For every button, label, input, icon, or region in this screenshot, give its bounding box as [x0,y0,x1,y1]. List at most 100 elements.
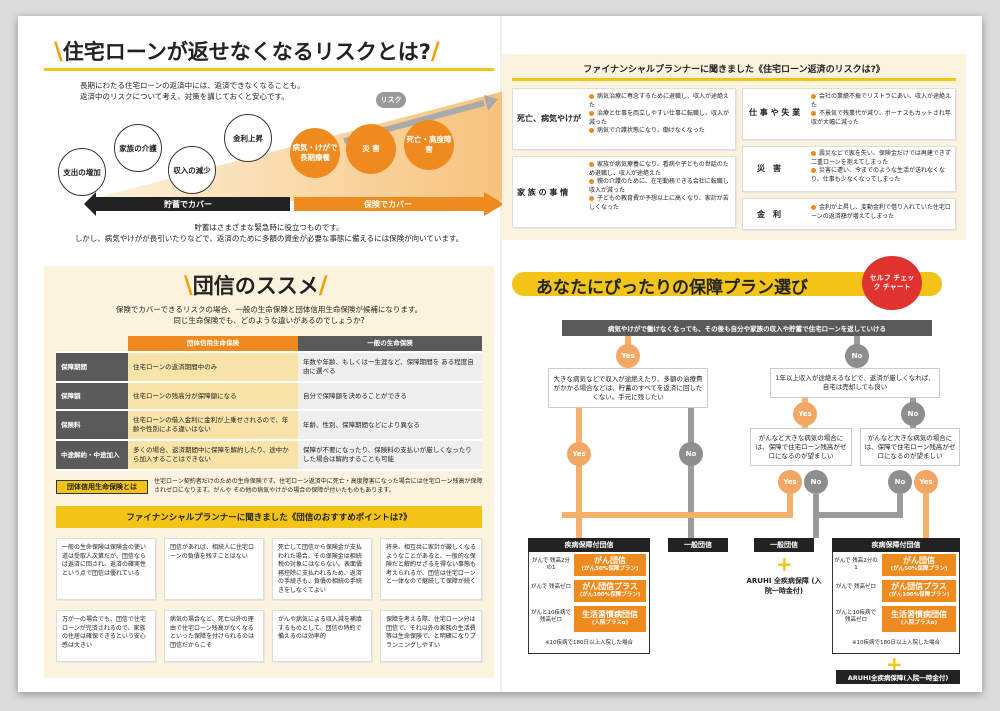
risk-card-disaster: 災 害 震災などで家を失い、保険金だけでは再建できず二重ローンを抱えてしまった … [742,146,956,192]
table-header-general: 一般の生命保険 [298,336,482,353]
title-underline [44,68,494,71]
chart-title: あなたにぴったりの保障プラン選び [536,278,808,298]
row-dansin: 多くの場合、返済期間中に保障を解約したり、途中から加入することはできない [128,440,298,471]
plus-icon: + [776,552,793,576]
bullet-icon [589,128,594,133]
plan-condition: がんで 残高ゼロ [836,584,876,590]
plan-button[interactable]: がん団信(がん50%保障プラン) [882,554,956,576]
plan-condition: がんと10疾病で 残高ゼロ [836,610,876,623]
connector [813,512,903,518]
bullet-icon [589,111,594,116]
plan-sub: (がん100%保障プラン) [888,592,950,598]
slash-right-icon: / [430,37,440,65]
risk-key-family: 家 族 の 事 情 [517,188,569,197]
fp-points-title: ファイナンシャルプランナーに聞きました《団信のおすすめポイントは?》 [56,506,482,528]
fp-risk-panel: ファイナンシャルプランナーに聞きました《住宅ローン返済のリスクは?》 死亡、病気… [502,54,966,240]
circle-death: 死亡・高度障害 [404,120,454,170]
bottom-aruhi: ARUHI全疾病保障(入院一時金付) [836,670,960,684]
bullet-icon [811,111,816,116]
connector [576,408,582,538]
plan-name: がん団信プラス [891,582,947,591]
circle-care: 家族の介護 [114,124,162,172]
plan-sub: (がん50%保障プラン) [581,566,639,572]
risk-caption-1: 貯蓄はさまざまな緊急時に役立つものです。 [194,223,344,232]
risk-key-illness: 死亡、病気やけが [517,114,581,123]
q3-box-right: がんなど大きな病気の場合には、保障で住宅ローン残高がゼロになるのが望ましい [860,428,960,466]
plan-button[interactable]: 生活習慣病団信(入院プラスα) [574,606,646,632]
circle-expense: 支出の増加 [58,148,106,196]
row-general: 年数や年齢、もしくは一生涯など、保障期間を ある程度自由に選べる [298,352,482,383]
plan-button[interactable]: 生活習慣病団信(入院プラスα) [882,606,956,632]
yes-badge: Yes [616,344,640,368]
yes-badge: Yes [567,442,591,466]
arrow-insurance-label: 保険でカバー [364,200,412,209]
risk-item: 親の介護のために、在宅勤務できる会社に転職し収入が減った [589,178,729,194]
dansin-title: 団信のススメ [192,274,319,298]
risk-card-family: 家 族 の 事 情 家族が病気療養になり、看病や子どもの世話のため退職し、収入が… [512,156,736,228]
point-card: 病気の場合など、死亡以外の理由で住宅ローン残高がなくなるといった保障を付けられる… [164,610,264,662]
no-badge: No [679,442,703,466]
row-dansin: 住宅ローンの返済期間中のみ [128,352,298,383]
circle-rate: 金利上昇 [224,114,272,162]
risk-intro-2: 返済中のリスクについて考え、対策を講じておくと安心です。 [80,92,289,101]
comparison-table: 団体信用生命保険 一般の生命保険 保障期間 住宅ローンの返済期間中のみ 年数や年… [56,336,482,471]
risk-title: 住宅ローンが返せなくなるリスクとは? [62,40,431,64]
table-header-dansin: 団体信用生命保険 [128,336,298,353]
no-badge: No [845,344,869,368]
plan-condition: がんで 残高2分の1 [834,558,878,571]
result-general-1: 一般団信 [668,538,728,552]
no-badge: No [888,470,912,494]
slash-left-icon: \ [54,37,63,65]
point-card: 将来、相互共に家計が厳しくなるようなことがあると、一般的な保険だと解約せざるを得… [380,538,482,600]
risk-item: 病気治療に専念するために退職し、収入が途絶えた [589,93,730,109]
risk-card-rate: 金 利 金利が上昇し、変動金利で借り入れていた住宅ローンの返済額が増えてしまった [742,198,956,230]
row-general: 年齢、性別、保障期間などにより異なる [298,410,482,441]
dansin-definition: 住宅ローン契約者だけのための生命保険です。住宅ローン返済中に死亡・高度障害になっ… [154,478,483,494]
bullet-icon [811,168,816,173]
risk-key-disaster: 災 害 [757,164,781,173]
point-card: 保障を考える際、住宅ローン分は団信で、それ以外の家族の生活費等は生命保険で、と明… [380,610,482,662]
risk-item: 会社の業績不振でリストラにあい、収入が途絶えた [811,93,952,109]
row-key: 中途解約・中途加入 [56,440,128,471]
plan-sub: (入院プラスα) [591,620,629,626]
plan-button[interactable]: がん団信プラス(がん100%保障プラン) [882,580,956,602]
risk-item: 子どもの教育費が予想以上に高くなり、家計が苦しくなった [589,195,729,211]
connector [897,494,903,514]
dansin-tag: 団体信用生命保険とは [56,480,148,494]
row-general: 保障が不要になったり、保険料の支払いが厳しくなったりした場合は解約することも可能 [298,440,482,471]
circle-income: 収入の減少 [168,146,216,194]
no-badge: No [901,402,925,426]
fp-risk-title: ファイナンシャルプランナーに聞きました《住宅ローン返済のリスクは?》 [583,65,885,75]
risk-item: 家族が病気療養になり、看病や子どもの世話のため退職し、収入が途絶えた [589,161,729,177]
risk-item: 金利が上昇し、変動金利で借り入れていた住宅ローンの返済額が増えてしまった [811,204,951,220]
row-dansin: 住宅ローンの残高分が保障額になる [128,382,298,411]
table-row: 保障額 住宅ローンの残高分が保障額になる 自分で保障額を決めることができる [56,382,482,411]
risk-item: 災害に遭い、今までのような生活が送れなくなり、仕事も少なくなってしまった [811,167,946,183]
risk-item: 治療と仕事を両立しやすい仕事に転職し、収入が減った [589,110,729,126]
row-key: 保障期間 [56,352,128,383]
dansin-intro-2: 同じ生命保険でも、どのような違いがあるのでしょうか? [173,316,365,325]
footnote: ※10疾病で180日以上入院した場合 [851,640,941,646]
bullet-icon [589,162,594,167]
row-general: 自分で保障額を決めることができる [298,382,482,411]
connector [787,494,793,514]
risk-card-illness: 死亡、病気やけが 病気治療に専念するために退職し、収入が途絶えた 治療と仕事を両… [512,88,736,150]
q2-right-box: 1年以上収入が途絶えるなどで、返済が厳しくなれば、自宅は売却しても良い [770,368,940,398]
point-card: 万が一の場合でも、団信で住宅ローンが完済されるので、家族の住居は確保できるという… [56,610,156,662]
risk-key-rate: 金 利 [757,210,781,219]
q3-box-left: がんなど大きな病気の場合には、保障で住宅ローン残高がゼロになるのが望ましい [750,428,852,466]
risk-item: 不景気で残業代が減り、ボーナスもカットされ年収が大幅に減った [811,110,951,126]
bullet-icon [811,94,816,99]
flowchart-section: あなたにぴったりの保障プラン選び セルフ チェック チャート 病気やけがで働けな… [502,256,966,686]
plan-name: がん団信 [594,556,626,565]
plan-button[interactable]: がん団信プラス(がん100%保障プラン) [574,580,646,602]
risk-label: リスク [376,92,406,108]
footnote: ※10疾病で180日以上入院した場合 [544,640,634,646]
no-badge: No [804,470,828,494]
plan-condition: がんと10疾病で 残高ゼロ [531,610,571,623]
circle-illness: 病気・けがで長期療養 [290,128,340,178]
plan-button[interactable]: がん団信(がん50%保障プラン) [574,554,646,576]
table-row: 保険料 住宅ローンの借入金利に金利が上乗せされるので、年齢や性別による違いはない… [56,410,482,441]
arrow-savings-label: 貯蓄でカバー [164,200,212,209]
yes-badge: Yes [778,470,802,494]
